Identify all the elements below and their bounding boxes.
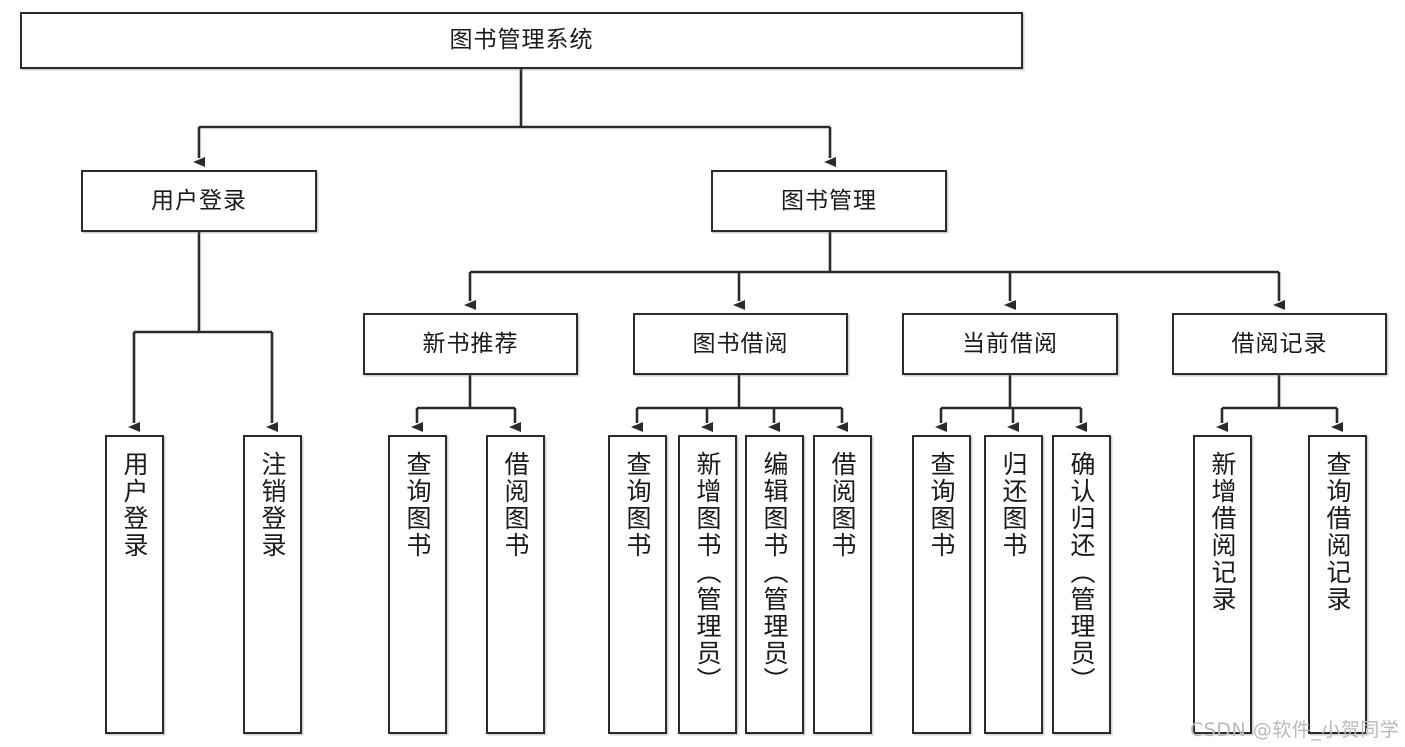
leaf-borrow-record-add-record[interactable]: 新增借阅记录 <box>1193 435 1252 734</box>
node-label: 借阅记录 <box>1231 330 1328 357</box>
leaf-book-borrow-borrow-book[interactable]: 借阅图书 <box>813 435 872 734</box>
node-book-management[interactable]: 图书管理 <box>711 170 947 232</box>
leaf-label: 编辑图书（管理员） <box>760 451 789 694</box>
leaf-current-borrow-confirm-return-admin[interactable]: 确认归还（管理员） <box>1052 435 1111 734</box>
leaf-label: 归还图书 <box>999 451 1028 559</box>
node-user-login[interactable]: 用户登录 <box>81 170 317 232</box>
leaf-user-login-login[interactable]: 用户登录 <box>105 435 164 734</box>
csdn-watermark: CSDN @软件_小贺同学 <box>1190 719 1400 741</box>
node-label: 图书管理系统 <box>449 27 594 53</box>
leaf-user-login-logout[interactable]: 注销登录 <box>243 435 302 734</box>
leaf-label: 查询借阅记录 <box>1323 451 1352 613</box>
leaf-label: 查询图书 <box>403 451 432 559</box>
node-label: 当前借阅 <box>962 330 1058 357</box>
node-label: 图书借阅 <box>692 330 789 357</box>
leaf-label: 查询图书 <box>927 451 956 559</box>
leaf-book-borrow-query-book[interactable]: 查询图书 <box>608 435 667 734</box>
node-current-borrow[interactable]: 当前借阅 <box>902 313 1118 375</box>
leaf-label: 新增图书（管理员） <box>693 451 722 694</box>
node-root-book-management-system[interactable]: 图书管理系统 <box>20 12 1023 69</box>
node-label: 用户登录 <box>151 187 247 214</box>
leaf-label: 借阅图书 <box>828 451 857 559</box>
node-new-book-recommend[interactable]: 新书推荐 <box>363 313 578 375</box>
leaf-label: 借阅图书 <box>501 451 530 559</box>
node-book-borrow[interactable]: 图书借阅 <box>633 313 848 375</box>
leaf-new-book-borrow-book[interactable]: 借阅图书 <box>486 435 545 734</box>
leaf-label: 查询图书 <box>623 451 652 559</box>
leaf-label: 注销登录 <box>258 451 287 559</box>
leaf-book-borrow-add-book-admin[interactable]: 新增图书（管理员） <box>678 435 737 734</box>
leaf-label: 新增借阅记录 <box>1208 451 1237 613</box>
leaf-label: 确认归还（管理员） <box>1067 451 1096 694</box>
leaf-label: 用户登录 <box>120 451 149 559</box>
leaf-current-borrow-query-book[interactable]: 查询图书 <box>912 435 971 734</box>
node-label: 图书管理 <box>781 187 877 214</box>
leaf-borrow-record-query-record[interactable]: 查询借阅记录 <box>1308 435 1367 734</box>
leaf-new-book-query-book[interactable]: 查询图书 <box>388 435 447 734</box>
node-borrow-record[interactable]: 借阅记录 <box>1172 313 1387 375</box>
leaf-book-borrow-edit-book-admin[interactable]: 编辑图书（管理员） <box>745 435 804 734</box>
node-label: 新书推荐 <box>422 330 519 357</box>
leaf-current-borrow-return-book[interactable]: 归还图书 <box>984 435 1043 734</box>
